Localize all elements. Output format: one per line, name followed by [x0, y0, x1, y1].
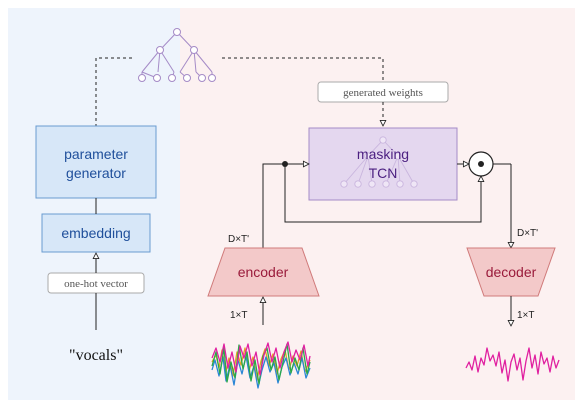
encoder-input-dims: 1×T — [230, 310, 248, 321]
embedding-label: embedding — [61, 225, 130, 241]
left-panel-background — [8, 8, 180, 400]
network-icon-faded — [340, 136, 418, 188]
output-waveform — [465, 347, 560, 382]
multiply-dot-icon — [478, 161, 484, 167]
encoder-label: encoder — [238, 264, 289, 280]
decoder-input-dims: D×T' — [517, 228, 538, 239]
dashed-line-to-weights — [222, 57, 384, 80]
line-encoder-to-tcn — [262, 164, 309, 248]
parameter-generator-box — [35, 125, 157, 199]
embedding-box — [41, 213, 151, 253]
waveform-magenta — [211, 341, 311, 376]
encoder-box — [207, 247, 320, 297]
masking-tcn-label-line1: masking — [357, 146, 409, 162]
right-panel-background — [180, 8, 575, 400]
input-mixture-waveform — [211, 341, 311, 389]
decoder-output-dims: 1×T — [517, 310, 535, 321]
decoder-box — [466, 247, 556, 297]
parameter-generator-label-line2: generator — [66, 165, 126, 181]
generated-weights-label: generated weights — [343, 87, 423, 99]
dashed-line-to-generator — [95, 57, 132, 126]
vocals-label: "vocals" — [69, 347, 123, 364]
one-hot-vector-label: one-hot vector — [64, 278, 128, 290]
encoder-output-dims: D×T' — [228, 234, 249, 245]
masking-tcn-label-line2: TCN — [369, 165, 398, 181]
network-icon-top — [138, 28, 216, 82]
decoder-label: decoder — [486, 264, 537, 280]
parameter-generator-label-line1: parameter — [64, 146, 128, 162]
line-skip-to-multiply — [284, 164, 481, 223]
